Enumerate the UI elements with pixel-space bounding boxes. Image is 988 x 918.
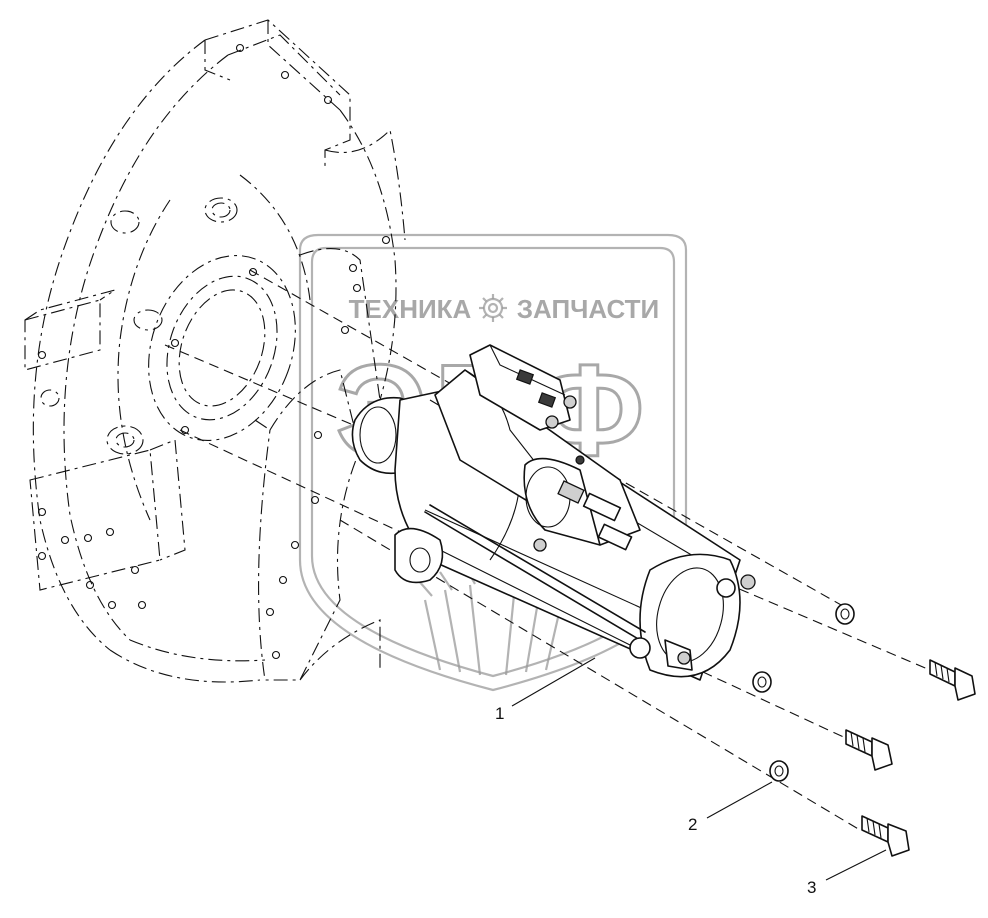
bolt-2 bbox=[845, 729, 893, 771]
watermark-text-left: ТЕХНИКА bbox=[349, 294, 472, 324]
callout-3: 3 bbox=[807, 849, 887, 897]
starter-terminals bbox=[515, 369, 633, 552]
svg-text:2: 2 bbox=[688, 815, 697, 834]
washer-3 bbox=[769, 760, 789, 782]
watermark-text-right: ЗАПЧАСТИ bbox=[517, 294, 660, 324]
callout-2: 2 bbox=[688, 781, 773, 834]
starter-end-stud bbox=[629, 574, 756, 671]
callout-1: 1 bbox=[495, 657, 596, 723]
svg-text:3: 3 bbox=[807, 878, 816, 897]
washer-1 bbox=[835, 603, 855, 625]
housing-bolt-holes bbox=[37, 43, 391, 660]
svg-text:1: 1 bbox=[495, 704, 504, 723]
starter-motor bbox=[351, 344, 756, 681]
washer-2 bbox=[752, 671, 772, 693]
gear-icon bbox=[479, 294, 507, 322]
bolts bbox=[845, 659, 976, 857]
bolt-3 bbox=[861, 815, 910, 857]
washers bbox=[752, 603, 855, 782]
bolt-1 bbox=[929, 659, 976, 701]
housing-boss bbox=[40, 197, 238, 455]
flywheel-housing bbox=[24, 19, 406, 683]
